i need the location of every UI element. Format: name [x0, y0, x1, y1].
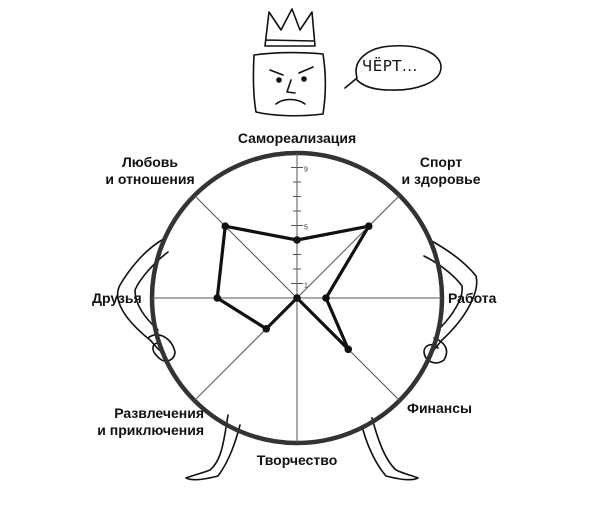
speech-bubble: [344, 44, 442, 91]
value-point: [364, 222, 373, 231]
scale-label-max: 9: [304, 167, 308, 174]
category-label-work: Работа: [448, 290, 497, 306]
category-label-friends: Друзья: [92, 290, 142, 306]
category-label-love-relationships: Любовь и отношения: [105, 154, 195, 187]
polygon-edge: [295, 296, 350, 351]
self-assessment-polygon: [213, 222, 373, 354]
left-leg: [185, 414, 241, 481]
polygon-edge: [215, 224, 227, 300]
scale-label-mid: 5: [304, 225, 308, 232]
right-leg: [361, 417, 419, 481]
value-point: [293, 294, 301, 302]
wheel-spoke: [296, 195, 400, 299]
speech-bubble-text: ЧЁРТ...: [362, 57, 418, 75]
value-point: [293, 236, 301, 244]
scale-label-min: 1: [304, 283, 308, 290]
value-point: [344, 345, 353, 354]
polygon-edge: [324, 296, 350, 351]
value-point: [262, 324, 271, 333]
category-label-creativity: Творчество: [256, 452, 338, 468]
head-icon: [252, 51, 327, 117]
category-label-finance: Финансы: [407, 400, 472, 416]
value-point: [322, 294, 330, 302]
wheel-spoke: [194, 195, 298, 299]
category-label-entertainment: Развлечения и приключения: [97, 405, 204, 438]
polygon-edge: [295, 224, 371, 242]
category-label-sport-health: Спорт и здоровье: [401, 154, 481, 187]
polygon-edge: [215, 296, 268, 331]
polygon-edge: [324, 224, 371, 300]
value-point: [213, 294, 222, 302]
polygon-edge: [223, 224, 299, 242]
category-label-self-realization: Самореализация: [237, 130, 357, 146]
polygon-edge: [264, 296, 299, 331]
value-point: [221, 222, 230, 231]
crown-icon: [264, 8, 316, 47]
scale-ticks: 9 5 1: [291, 167, 308, 290]
